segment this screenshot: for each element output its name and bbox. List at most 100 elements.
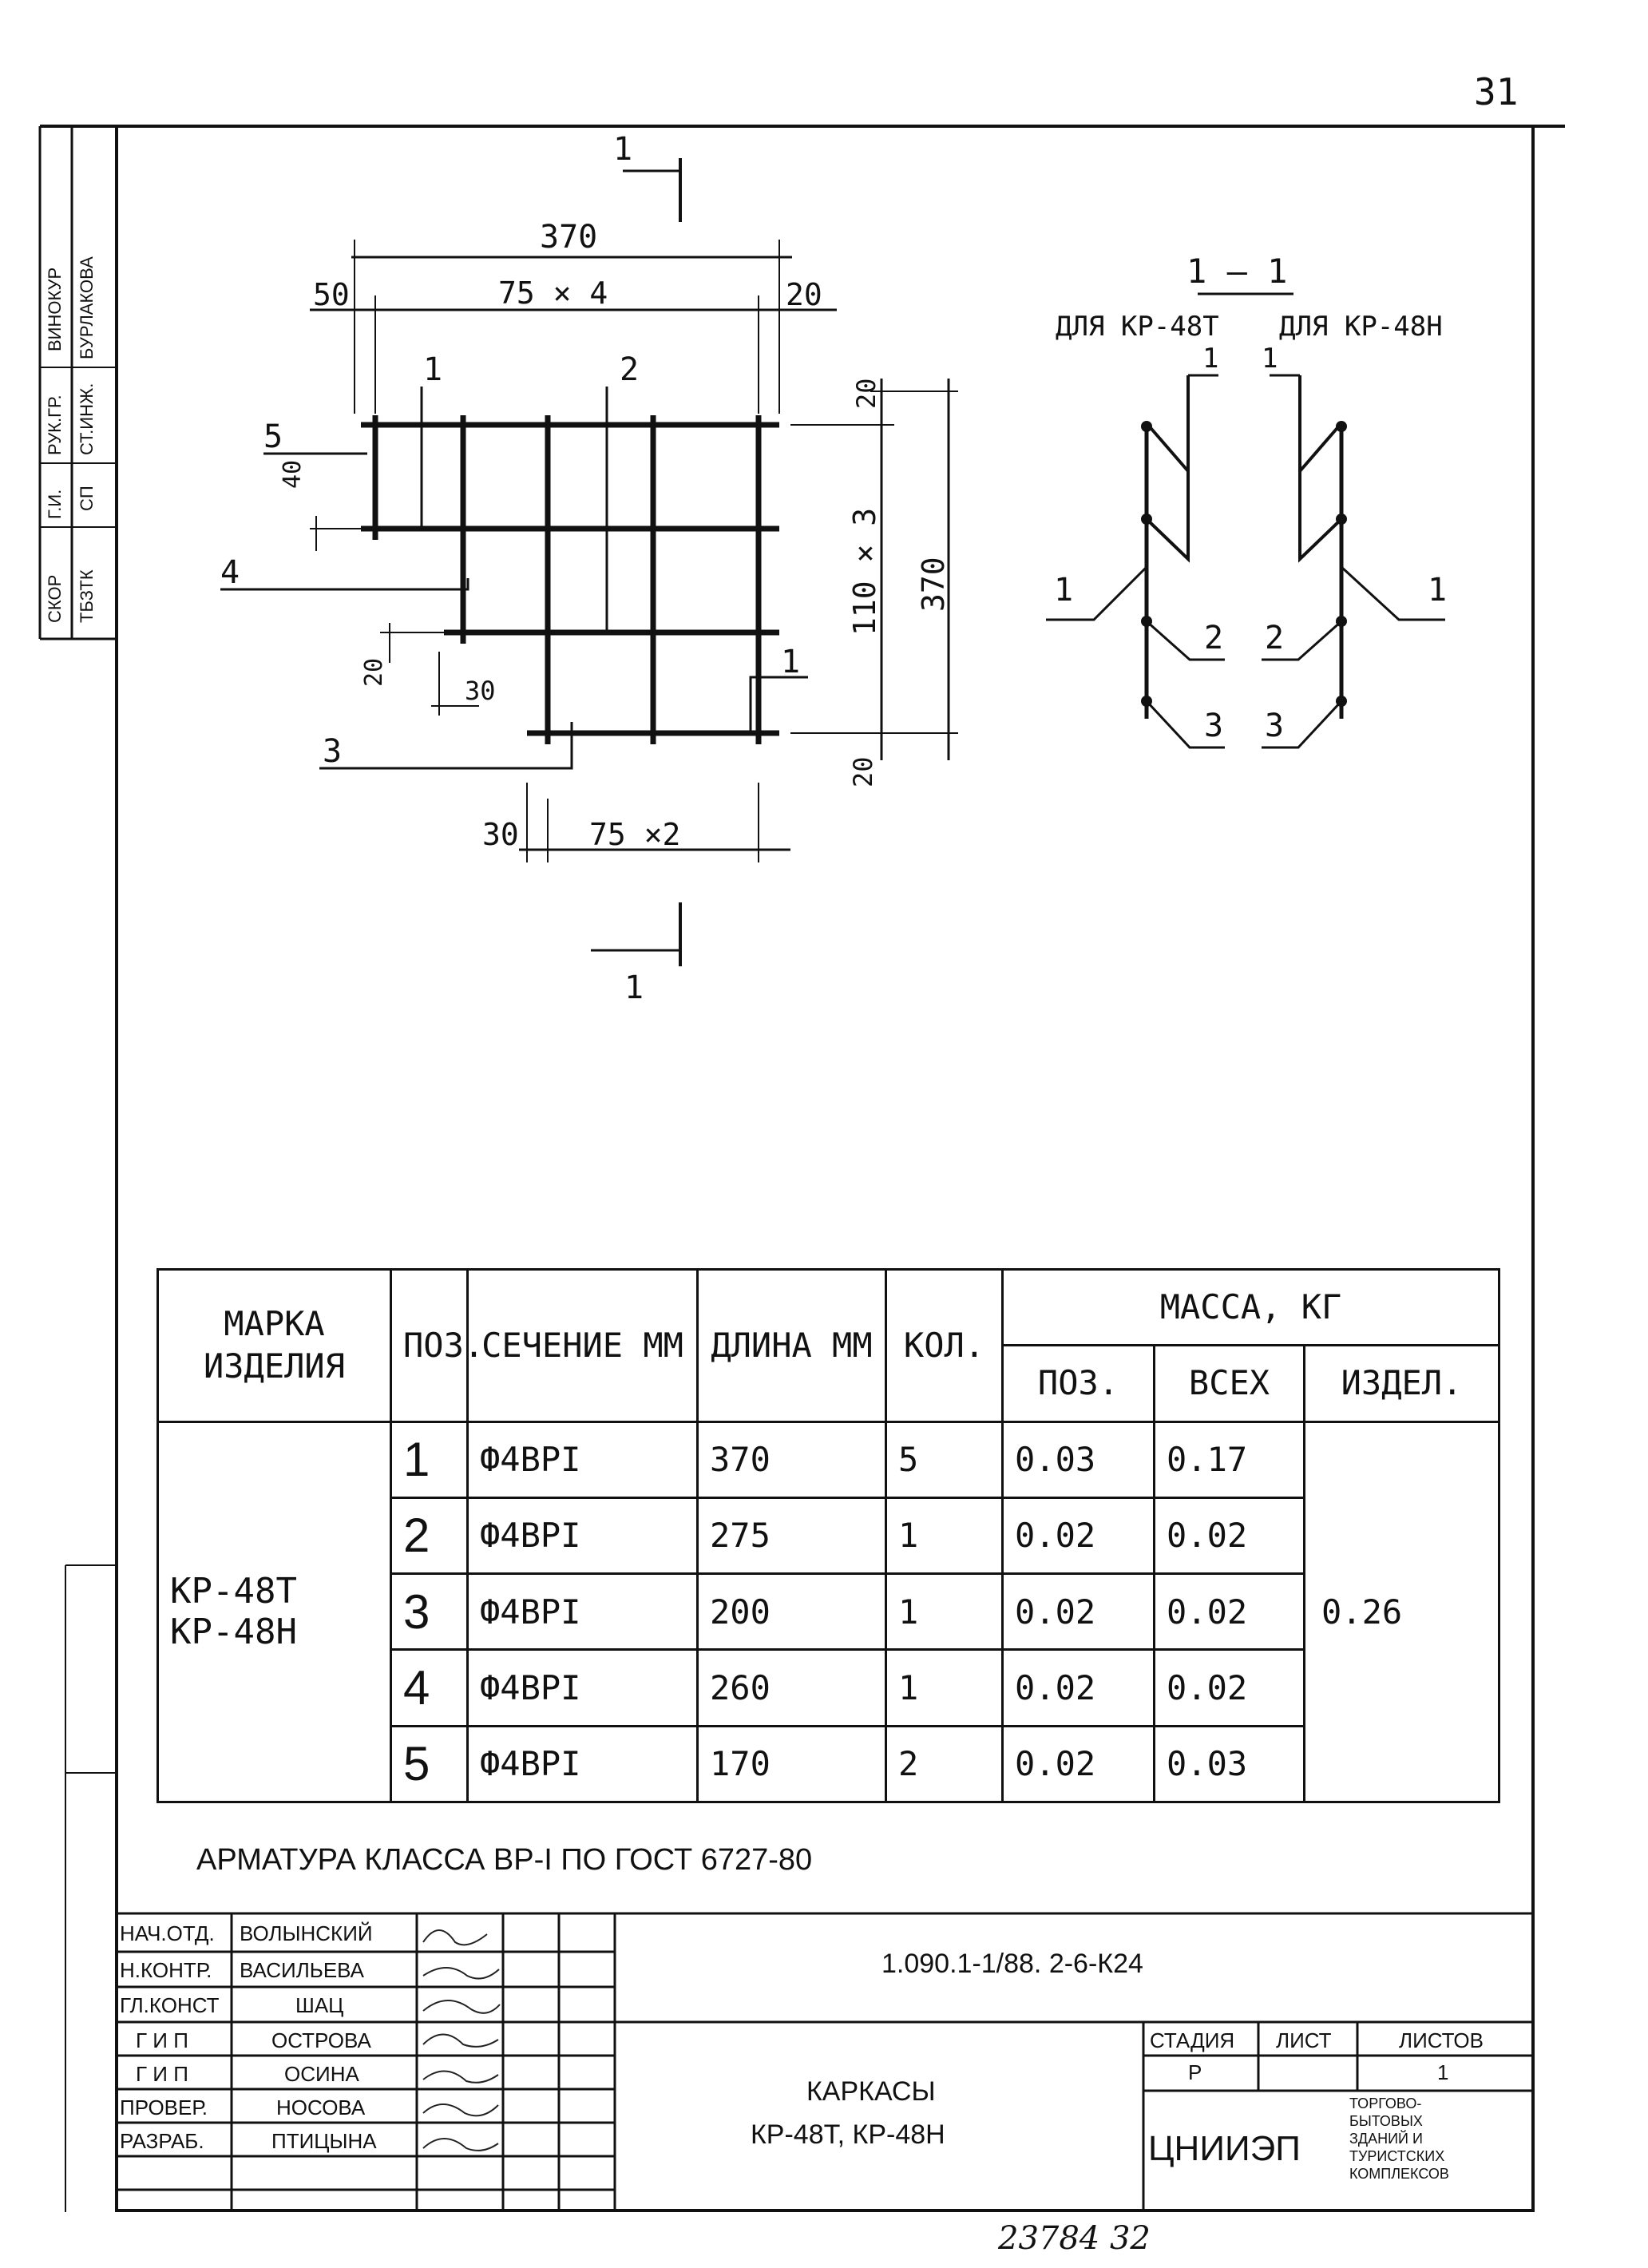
dim-bottom-gap-label: 20	[848, 756, 878, 787]
cell-mark: КР-48Т КР-48Н	[156, 1420, 392, 1804]
section-title: 1 — 1	[1186, 252, 1287, 291]
cell-section: Ф4ВРI	[466, 1420, 699, 1499]
header-mass-pos: ПОЗ.	[1001, 1344, 1155, 1423]
section-mark-bottom-label: 1	[624, 969, 644, 1006]
pos-label-1-right: 1	[781, 644, 800, 680]
dim-height-label: 370	[916, 557, 951, 612]
cell-mass-all: 0.02	[1153, 1496, 1305, 1576]
org-desc-1: ТОРГОВО-	[1349, 2096, 1422, 2111]
cell-pos: 2	[390, 1496, 469, 1576]
dim-40-label: 40	[279, 460, 307, 489]
header-mass-item: ИЗДЕЛ.	[1302, 1344, 1501, 1423]
mesh-plan-drawing: 1 1 370 50 75 × 4 20 30 75 ×2 40 20 30 2…	[220, 131, 958, 1006]
title-line1: КАРКАСЫ	[806, 2076, 936, 2107]
pos-label-2: 2	[620, 351, 639, 388]
role-5: ПРОВЕР.	[120, 2096, 208, 2119]
table-row: 2 Ф4ВРI 275 1 0.02 0.02	[158, 1496, 1499, 1576]
mark-line2: КР-48Н	[170, 1612, 297, 1653]
pos-label-5: 5	[263, 418, 283, 455]
section-label-right: 1	[1428, 572, 1447, 609]
name-3: ОСТРОВА	[271, 2028, 371, 2052]
name-2: ШАЦ	[295, 1993, 344, 2017]
dim-top-gap-label: 20	[851, 378, 881, 409]
cell-length: 275	[696, 1496, 887, 1576]
name-1: ВАСИЛЬЕВА	[240, 1958, 364, 1982]
sheet-number: 31	[1474, 70, 1519, 113]
header-pos: ПОЗ.	[390, 1268, 484, 1423]
org-desc-5: КОМПЛЕКСОВ	[1349, 2166, 1449, 2182]
cell-mass-pos: 0.02	[1001, 1724, 1155, 1804]
section-mark-top-label: 1	[613, 131, 632, 168]
title-line2: КР-48Т, КР-48Н	[751, 2119, 945, 2150]
role-6: РАЗРАБ.	[120, 2129, 204, 2153]
cell-mass-all: 0.02	[1153, 1572, 1305, 1651]
cell-pos: 5	[390, 1724, 469, 1804]
org-name: ЦНИИЭП	[1148, 2129, 1301, 2168]
cell-mass-pos: 0.03	[1001, 1420, 1155, 1499]
section-caption-right: ДЛЯ КР-48Н	[1279, 311, 1443, 343]
header-mass: МАССА, КГ	[1000, 1267, 1501, 1347]
table-row: 5 Ф4ВРI 170 2 0.02 0.03	[158, 1724, 1499, 1804]
dim-left-label: 50	[313, 277, 350, 312]
name-4: ОСИНА	[284, 2062, 359, 2086]
header-mass-all: ВСЕХ	[1153, 1344, 1305, 1423]
cell-length: 170	[696, 1724, 887, 1804]
cell-mass-all: 0.17	[1153, 1420, 1305, 1499]
cell-mass-pos: 0.02	[1001, 1572, 1155, 1651]
cell-length: 370	[696, 1420, 887, 1499]
header-mark: МАРКА ИЗДЕЛИЯ	[156, 1268, 392, 1423]
section-label-top-right: 1	[1262, 343, 1278, 375]
dim-lower-left-label: 30	[482, 817, 519, 852]
sheets-value: 1	[1437, 2060, 1449, 2084]
signatures	[422, 1929, 501, 2151]
cell-section: Ф4ВРI	[466, 1496, 699, 1576]
table-row: 4 Ф4ВРI 260 1 0.02 0.02	[158, 1648, 1499, 1727]
cell-length: 200	[696, 1572, 887, 1651]
dim-lower-spacing-label: 75 ×2	[589, 817, 680, 852]
cell-pos: 1	[390, 1420, 469, 1499]
cell-qty: 2	[885, 1724, 1004, 1804]
role-2: ГЛ.КОНСТ	[120, 1993, 220, 2017]
table-row: 3 Ф4ВРI 200 1 0.02 0.02	[158, 1572, 1499, 1651]
name-0: ВОЛЫНСКИЙ	[240, 1921, 373, 1945]
cell-item-mass: 0.26	[1302, 1420, 1501, 1804]
stage-value: Р	[1188, 2060, 1202, 2084]
cell-section: Ф4ВРI	[466, 1724, 699, 1804]
cell-mass-pos: 0.02	[1001, 1496, 1155, 1576]
section-label-2-right: 2	[1265, 620, 1284, 656]
section-label-3-left: 3	[1204, 708, 1223, 744]
dim-20-left-label: 20	[360, 658, 388, 687]
role-0: НАЧ.ОТД.	[120, 1921, 215, 1945]
stage-label: СТАДИЯ	[1150, 2028, 1235, 2052]
dim-right-label: 20	[786, 277, 822, 312]
document-code: 1.090.1-1/88. 2-6-К24	[881, 1949, 1143, 1979]
cell-qty: 1	[885, 1572, 1004, 1651]
header-qty: КОЛ.	[885, 1268, 1004, 1423]
cell-qty: 1	[885, 1496, 1004, 1576]
reinforcement-note: АРМАТУРА КЛАССА ВР-I ПО ГОСТ 6727-80	[196, 1843, 813, 1877]
sheets-label: ЛИСТОВ	[1399, 2028, 1484, 2052]
org-desc-4: ТУРИСТСКИХ	[1349, 2148, 1445, 2164]
name-6: ПТИЦЫНА	[271, 2129, 377, 2153]
cell-section: Ф4ВРI	[466, 1648, 699, 1727]
header-section: СЕЧЕНИЕ ММ	[466, 1268, 699, 1423]
dim-30-label: 30	[465, 676, 496, 706]
dim-spacing-label: 75 × 4	[498, 276, 608, 311]
header-length: ДЛИНА ММ	[696, 1268, 887, 1423]
cell-length: 260	[696, 1648, 887, 1727]
sheet-label: ЛИСТ	[1276, 2028, 1332, 2052]
section-label-left: 1	[1054, 572, 1073, 609]
cell-mass-all: 0.02	[1153, 1648, 1305, 1727]
section-1-1-drawing: 1 — 1 ДЛЯ КР-48Т ДЛЯ КР-48Н 1 1 1 1 2 2 …	[1046, 252, 1447, 749]
cell-mass-pos: 0.02	[1001, 1648, 1155, 1727]
org-desc-2: БЫТОВЫХ	[1349, 2113, 1423, 2129]
cell-pos: 4	[390, 1648, 469, 1727]
role-3: Г И П	[136, 2028, 188, 2052]
mark-line1: КР-48Т	[170, 1571, 297, 1612]
specification-table: МАРКА ИЗДЕЛИЯ ПОЗ. СЕЧЕНИЕ ММ ДЛИНА ММ К…	[156, 1267, 1501, 1804]
cell-qty: 1	[885, 1648, 1004, 1727]
cell-qty: 5	[885, 1420, 1004, 1499]
cell-pos: 3	[390, 1572, 469, 1651]
